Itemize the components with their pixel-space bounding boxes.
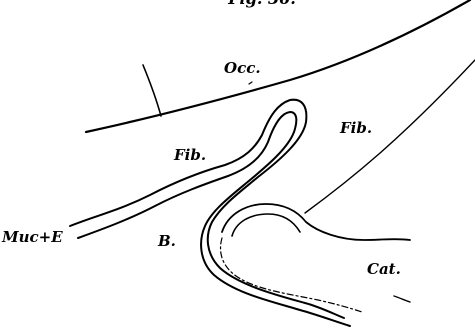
label-occ: Occ. [224,59,261,77]
label-cat: Cat. [367,260,401,278]
right-diagonal-line [305,60,475,213]
perichondrium-dashed-line [221,238,362,312]
figure-caption: Fig. 36. [227,0,296,8]
cartilage-lower-line [232,214,300,236]
cartilage-upper-line [222,204,410,240]
mucosa-outer-line [70,100,344,318]
small-tick-mark [249,82,252,84]
label-fib-left: Fib. [173,146,206,164]
label-b: B. [157,232,176,250]
label-muc-e: Muc+E [1,228,63,246]
label-fib-upper: Fib. [339,119,372,137]
occipital-arc-mark [143,65,161,116]
cartilage-end-mark [394,296,410,302]
